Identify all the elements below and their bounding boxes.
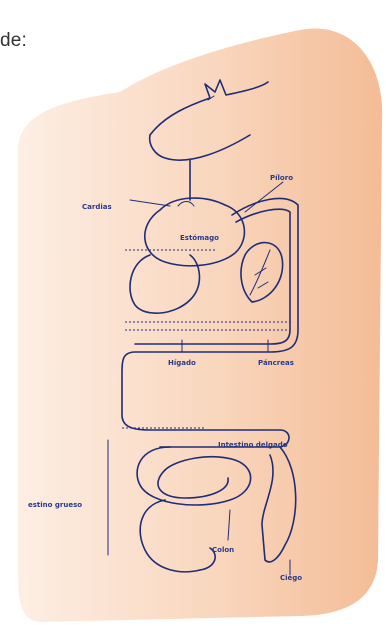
label-ciego: Ciego (280, 574, 302, 582)
label-pancreas: Páncreas (258, 359, 294, 367)
label-cardias: Cardias (82, 203, 112, 211)
label-colon: Colon (212, 546, 234, 554)
label-intestino-delgado: Intestino delgado (218, 441, 288, 449)
label-intestino-grueso: estino grueso (28, 501, 82, 509)
background-shape (18, 28, 382, 622)
label-estomago: Estómago (180, 234, 219, 242)
label-higado: Hígado (168, 359, 196, 367)
label-piloro: Píloro (270, 174, 293, 182)
